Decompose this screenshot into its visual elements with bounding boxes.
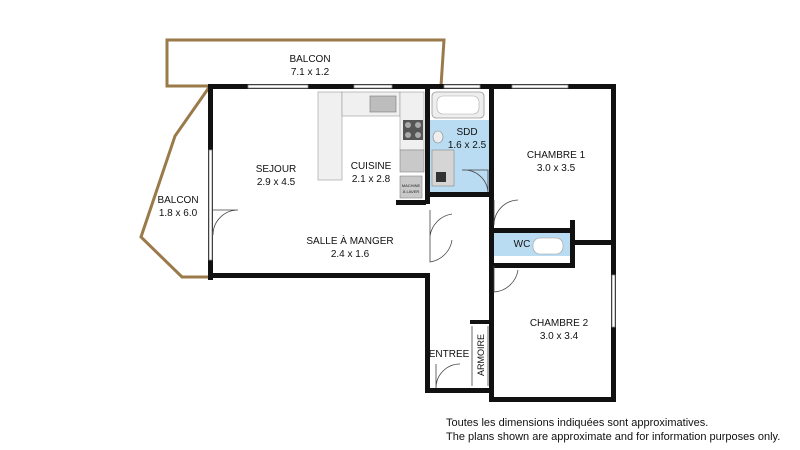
wc-name: WC (514, 239, 531, 250)
windows (208, 84, 616, 328)
balcon-top-dims: 7.1 x 1.2 (291, 67, 330, 78)
doors (212, 169, 519, 389)
chambre1-dims: 3.0 x 3.5 (537, 163, 576, 174)
chambre1-name: CHAMBRE 1 (527, 150, 586, 161)
chambre2-name: CHAMBRE 2 (530, 318, 589, 329)
balcony-outline (139, 38, 446, 279)
salle-a-manger-name: SALLE À MANGER (306, 234, 393, 247)
kitchen-counter (317, 91, 425, 199)
sdd-dims: 1.6 x 2.5 (448, 140, 487, 151)
cuisine-dims: 2.1 x 2.8 (352, 174, 391, 185)
sdd-name: SDD (456, 127, 477, 138)
salle-a-manger-dims: 2.4 x 1.6 (331, 249, 370, 260)
balcon-left-dims: 1.8 x 6.0 (159, 208, 198, 219)
balcon-left-name: BALCON (157, 195, 198, 206)
cuisine-name: CUISINE (351, 161, 392, 172)
entree-name: ENTREE (429, 349, 470, 360)
washer-label-1: MACHINE (402, 183, 421, 188)
disclaimer-fr: Toutes les dimensions indiquées sont app… (446, 417, 708, 429)
chambre2-dims: 3.0 x 3.4 (540, 331, 579, 342)
armoire-name: ARMOIRE (476, 334, 486, 376)
bath-fixtures (431, 91, 564, 255)
sejour-dims: 2.9 x 4.5 (257, 177, 296, 188)
balcon-top-name: BALCON (289, 54, 330, 65)
disclaimer-en: The plans shown are approximate and for … (446, 431, 780, 443)
washer-label-2: À LAVER (403, 189, 420, 194)
sejour-name: SEJOUR (256, 164, 297, 175)
